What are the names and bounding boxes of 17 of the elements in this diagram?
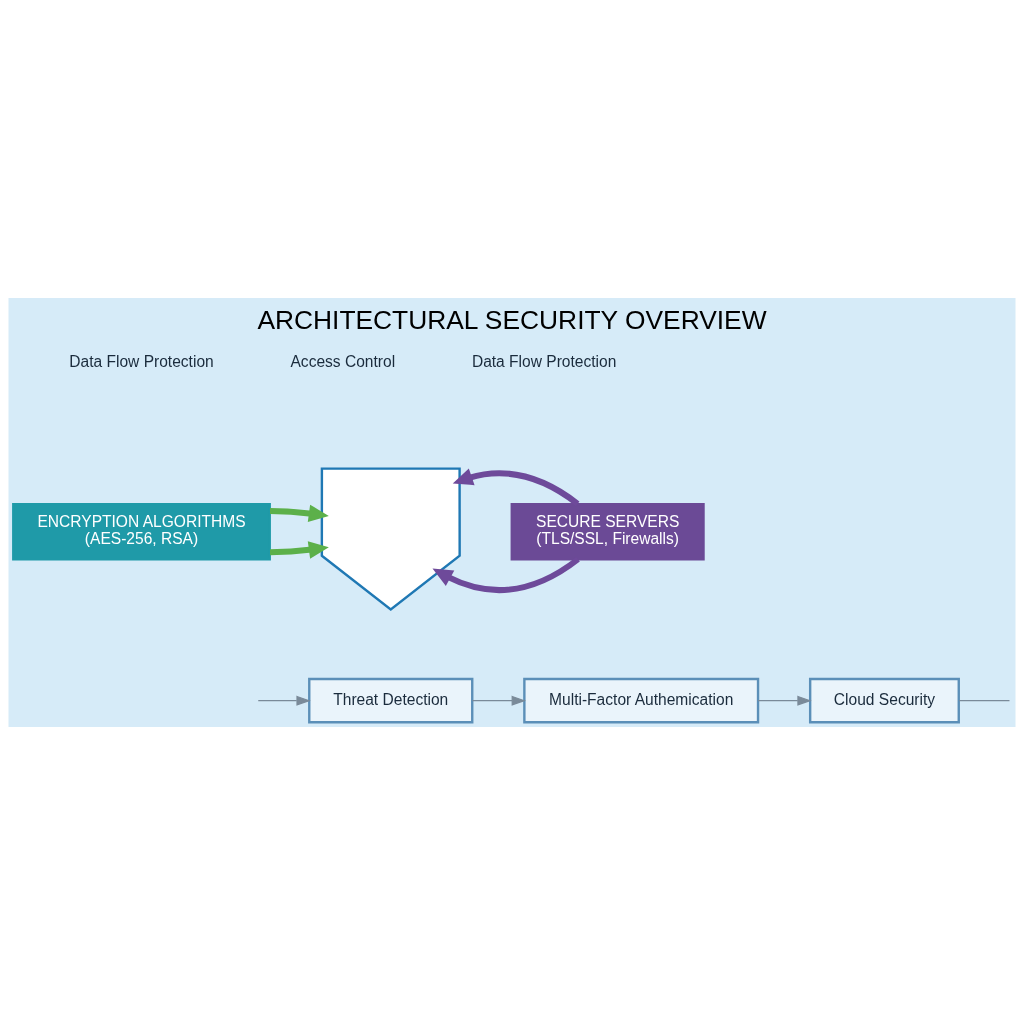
- label: Data Flow Protection: [69, 352, 214, 370]
- node-box: Threat Detection: [308, 677, 474, 723]
- arrow: [757, 695, 812, 706]
- arrow: [257, 695, 311, 706]
- arrow: [452, 468, 580, 506]
- connector: [958, 699, 1011, 701]
- node-box: Multi-Factor Authemication: [523, 677, 760, 723]
- label: Data Flow Protection: [471, 352, 617, 370]
- node-box: SECURE SERVERS (TLS/SSL, Firewalls): [510, 502, 705, 560]
- diagram-title: ARCHITECTURAL SECURITY OVERVIEW: [257, 304, 767, 335]
- arrow: [471, 695, 526, 706]
- node-box: ENCRYPTION ALGORITHMS (AES-256, RSA): [12, 502, 271, 560]
- label: Access Control: [290, 352, 396, 370]
- arrow: [269, 540, 329, 559]
- node-shield: [320, 466, 461, 611]
- arrow: [269, 504, 329, 522]
- node-box: Cloud Security: [808, 677, 960, 723]
